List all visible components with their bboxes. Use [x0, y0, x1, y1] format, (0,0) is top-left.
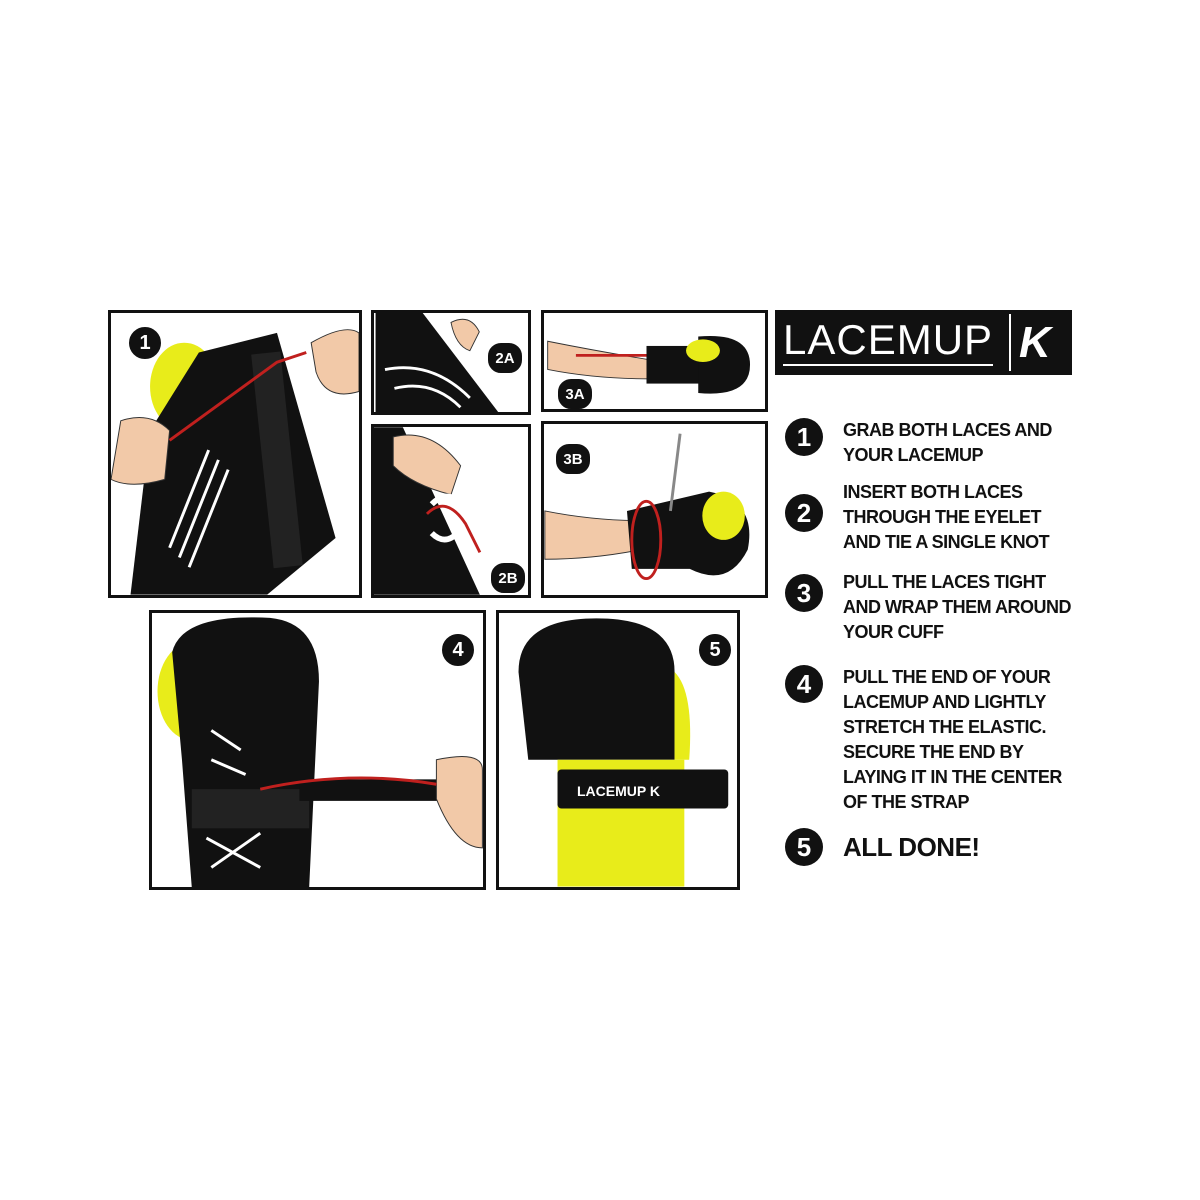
brand-k-logo: K [1019, 318, 1051, 367]
step-text: INSERT BOTH LACES [843, 482, 1023, 502]
logo-divider [1009, 314, 1011, 371]
logo-wordmark: LACEMUP [783, 316, 994, 366]
step-text: PULL THE END OF YOUR [843, 667, 1051, 687]
step-badge: 2B [489, 561, 527, 595]
instruction-step-4: 4 PULL THE END OF YOUR LACEMUP AND LIGHTL… [785, 665, 1062, 815]
step-4-illustration [157, 617, 483, 887]
strap-label: LACEMUP K [577, 783, 660, 799]
panel-step-1: 1 [108, 310, 362, 598]
panel-step-3b: 3B [541, 421, 768, 598]
panel-step-3a: 3A [541, 310, 768, 412]
step-text: YOUR LACEMUP [843, 445, 984, 465]
step-3a-illustration [547, 335, 751, 394]
panel-step-5: LACEMUP K 5 [496, 610, 740, 890]
step-text: LACEMUP AND LIGHTLY [843, 692, 1046, 712]
step-badge: 3B [554, 442, 592, 476]
step-number: 3 [785, 574, 823, 612]
step-text: ALL DONE! [843, 832, 980, 862]
instruction-step-2: 2 INSERT BOTH LACES THROUGH THE EYELET AND… [785, 480, 1050, 555]
step-text: THROUGH THE EYELET [843, 507, 1042, 527]
step-badge: 5 [697, 632, 733, 668]
step-number: 2 [785, 494, 823, 532]
step-text: GRAB BOTH LACES AND [843, 420, 1052, 440]
step-3b-illustration [544, 433, 750, 581]
step-1-illustration [111, 329, 359, 595]
step-number: 1 [785, 418, 823, 456]
instruction-step-3: 3 PULL THE LACES TIGHT AND WRAP THEM AROU… [785, 570, 1072, 645]
step-text: PULL THE LACES TIGHT [843, 572, 1046, 592]
instruction-step-5: 5 ALL DONE! [785, 828, 980, 866]
step-number: 4 [785, 665, 823, 703]
step-text: LAYING IT IN THE CENTER [843, 767, 1062, 787]
panel-step-2b: 2B [371, 424, 531, 598]
step-5-illustration [518, 618, 729, 887]
step-2a-illustration [375, 313, 499, 412]
step-badge: 3A [556, 377, 594, 409]
step-text: AND TIE A SINGLE KNOT [843, 532, 1050, 552]
step-2b-illustration [374, 427, 482, 595]
step-badge: 1 [127, 325, 163, 361]
step-text: AND WRAP THEM AROUND [843, 597, 1072, 617]
panel-step-2a: 2A [371, 310, 531, 415]
lacemup-logo: LACEMUP K [775, 310, 1072, 375]
step-number: 5 [785, 828, 823, 866]
step-text: STRETCH THE ELASTIC. [843, 717, 1047, 737]
step-text: OF THE STRAP [843, 792, 970, 812]
panel-step-4: 4 [149, 610, 486, 890]
step-text: SECURE THE END BY [843, 742, 1024, 762]
instruction-step-1: 1 GRAB BOTH LACES AND YOUR LACEMUP [785, 418, 1052, 468]
step-text: YOUR CUFF [843, 622, 944, 642]
step-badge: 4 [440, 632, 476, 668]
step-badge: 2A [486, 341, 524, 375]
